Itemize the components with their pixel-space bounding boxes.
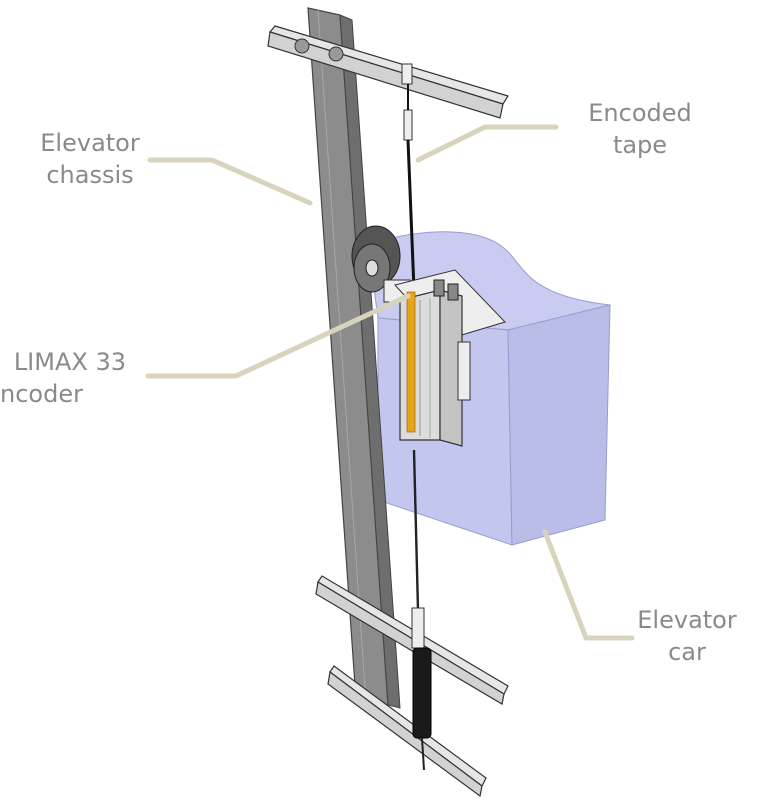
label-encoded-tape: Encoded tape <box>565 97 715 161</box>
bottom-bracket-lower <box>327 665 487 798</box>
encoder-strip <box>406 291 416 433</box>
rail-edge <box>317 9 367 703</box>
leader-line-car <box>542 529 635 641</box>
label-limax33-encoder-line2: ncoder <box>0 380 83 408</box>
car-clip <box>457 341 471 401</box>
bolt-icon <box>328 46 344 62</box>
leader-line-chassis <box>147 157 313 206</box>
label-elevator-car-line2: car <box>668 638 706 666</box>
label-elevator-chassis: Elevator chassis <box>10 127 170 191</box>
leader-line-tape <box>415 124 559 163</box>
bolt-icon <box>294 38 310 54</box>
label-encoded-tape-line2: tape <box>612 131 668 159</box>
label-encoded-tape-line1: Encoded <box>588 99 692 127</box>
leader-line-encoder <box>145 293 411 379</box>
label-elevator-chassis-line1: Elevator <box>40 129 140 157</box>
top-bracket <box>267 25 509 141</box>
elevator-car-side-face <box>507 304 611 546</box>
encoded-tape <box>406 84 420 611</box>
tape-tensioner <box>411 607 432 771</box>
rail-web <box>339 14 401 709</box>
label-elevator-car: Elevator car <box>622 604 752 668</box>
limax33-encoder <box>399 279 463 447</box>
label-elevator-chassis-line2: chassis <box>46 161 134 189</box>
leader-lines <box>145 124 635 641</box>
label-limax33-encoder-line1: LIMAX 33 <box>13 348 126 376</box>
label-limax33-encoder: LIMAX 33 ncoder <box>0 346 126 410</box>
elevator-chassis-rail <box>307 7 401 709</box>
label-elevator-car-line1: Elevator <box>637 606 737 634</box>
